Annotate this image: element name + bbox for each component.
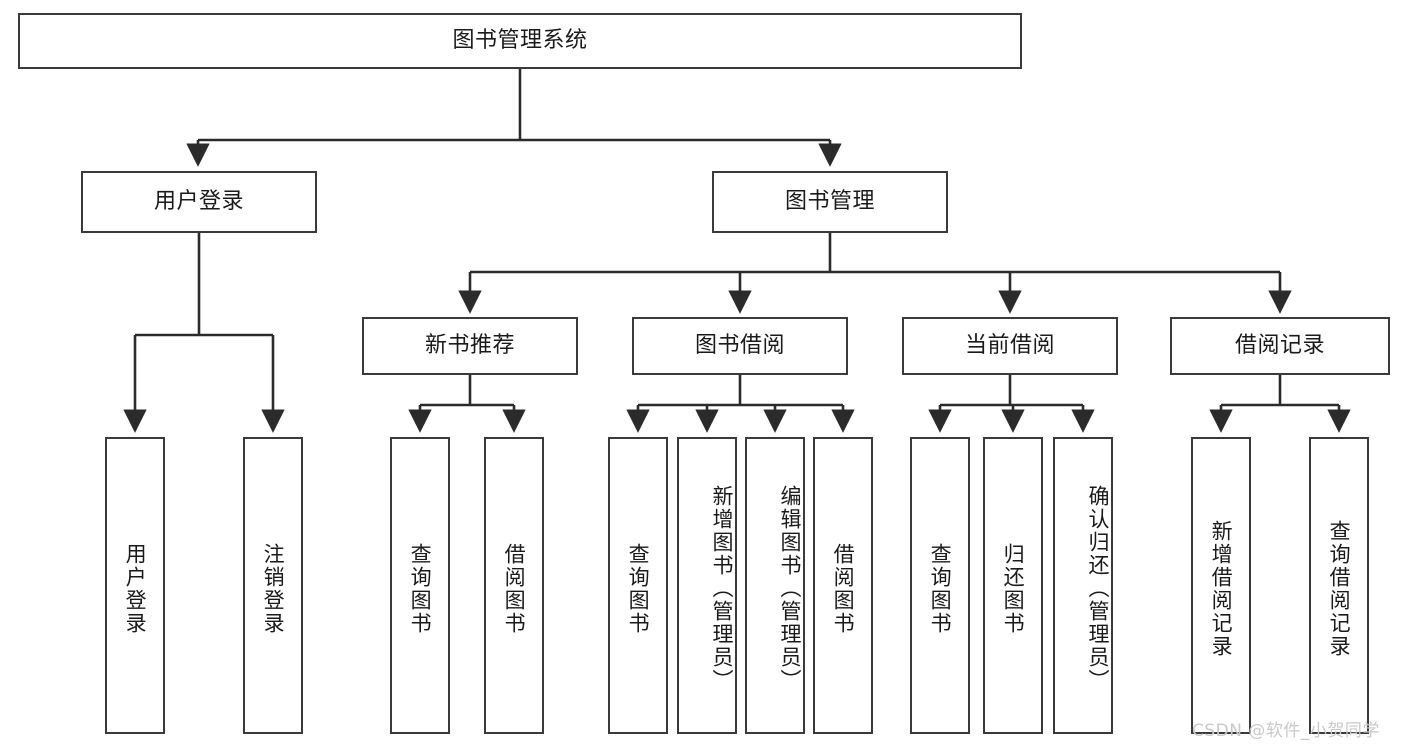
node-user-login[interactable]: 用户登录 — [81, 171, 317, 233]
node-leaf-add-book-label: 新增图书（管理员） — [710, 485, 734, 692]
edge-group-root — [186, 69, 842, 167]
node-leaf-confirm-return-label: 确认归还（管理员） — [1086, 485, 1110, 692]
node-root-label: 图书管理系统 — [452, 27, 588, 53]
node-leaf-add-record-label: 新增借阅记录 — [1209, 519, 1234, 658]
node-root[interactable]: 图书管理系统 — [18, 13, 1022, 69]
node-book-manage[interactable]: 图书管理 — [712, 171, 948, 233]
node-leaf-confirm-return[interactable]: 确认归还（管理员） — [1053, 437, 1113, 734]
node-new-book-rec[interactable]: 新书推荐 — [362, 317, 578, 375]
node-leaf-user-login[interactable]: 用户登录 — [105, 437, 165, 734]
node-leaf-edit-book-label: 编辑图书（管理员） — [778, 485, 802, 692]
edge-group-book-borrow — [626, 375, 855, 433]
edge-group-borrow-record — [1209, 375, 1351, 433]
node-book-manage-label: 图书管理 — [784, 188, 875, 214]
node-leaf-return-book[interactable]: 归还图书 — [983, 437, 1043, 734]
node-leaf-borrow-book-2-label: 借阅图书 — [831, 542, 856, 635]
node-leaf-borrow-book-1-label: 借阅图书 — [502, 542, 527, 635]
node-leaf-add-record[interactable]: 新增借阅记录 — [1191, 437, 1251, 734]
edge-group-new-book-rec — [408, 375, 526, 433]
node-leaf-query-record-label: 查询借阅记录 — [1327, 519, 1352, 658]
node-user-login-label: 用户登录 — [153, 188, 244, 214]
node-leaf-borrow-book-2[interactable]: 借阅图书 — [813, 437, 873, 734]
node-current-borrow-label: 当前借阅 — [964, 332, 1055, 358]
node-leaf-query-book-3-label: 查询图书 — [928, 542, 953, 635]
node-leaf-query-book-2[interactable]: 查询图书 — [608, 437, 668, 734]
node-leaf-query-book-1[interactable]: 查询图书 — [390, 437, 450, 734]
node-leaf-user-logout-label: 注销登录 — [261, 542, 286, 635]
node-leaf-add-book[interactable]: 新增图书（管理员） — [677, 437, 737, 734]
node-book-borrow[interactable]: 图书借阅 — [632, 317, 848, 375]
node-book-borrow-label: 图书借阅 — [694, 332, 785, 358]
node-leaf-query-book-1-label: 查询图书 — [408, 542, 433, 635]
node-leaf-query-record[interactable]: 查询借阅记录 — [1309, 437, 1369, 734]
node-leaf-query-book-3[interactable]: 查询图书 — [910, 437, 970, 734]
node-leaf-query-book-2-label: 查询图书 — [626, 542, 651, 635]
node-leaf-return-book-label: 归还图书 — [1001, 542, 1026, 635]
edge-group-user-login — [123, 233, 285, 433]
node-leaf-user-login-label: 用户登录 — [123, 542, 148, 635]
edge-group-current-borrow — [928, 375, 1095, 433]
csdn-watermark: CSDN @软件_小贺同学 — [1192, 721, 1380, 741]
node-leaf-edit-book[interactable]: 编辑图书（管理员） — [745, 437, 805, 734]
node-borrow-record[interactable]: 借阅记录 — [1170, 317, 1390, 375]
node-borrow-record-label: 借阅记录 — [1234, 332, 1325, 358]
edge-group-book-manage — [458, 233, 1292, 314]
node-leaf-user-logout[interactable]: 注销登录 — [243, 437, 303, 734]
node-leaf-borrow-book-1[interactable]: 借阅图书 — [484, 437, 544, 734]
node-current-borrow[interactable]: 当前借阅 — [902, 317, 1118, 375]
node-new-book-rec-label: 新书推荐 — [424, 332, 515, 358]
